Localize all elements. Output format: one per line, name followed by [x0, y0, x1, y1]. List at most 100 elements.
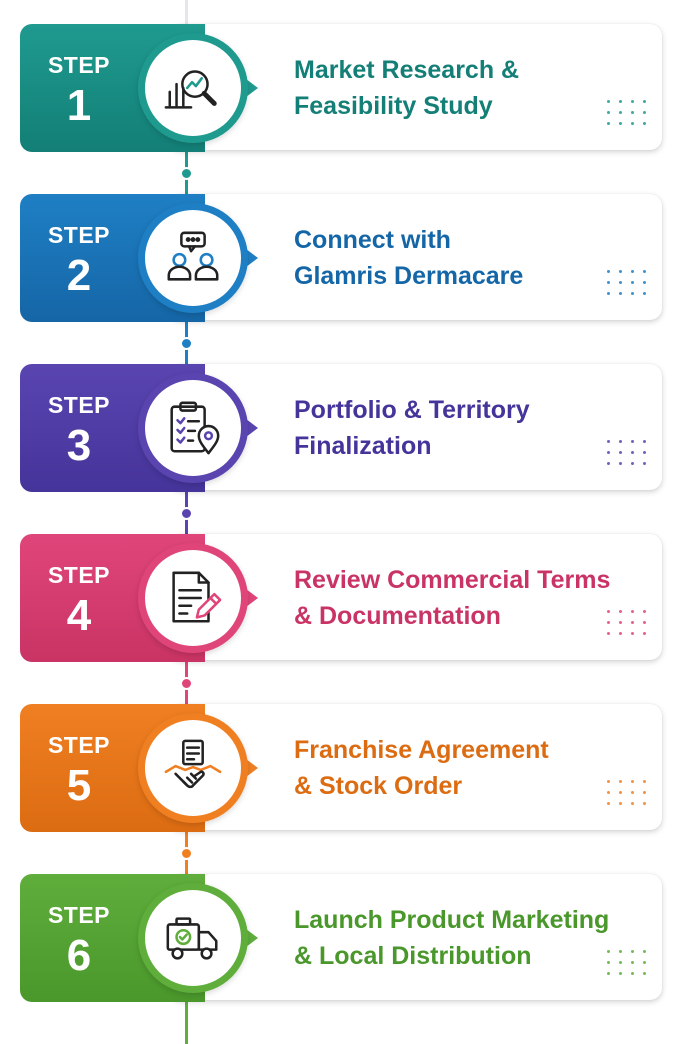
decoration-dot	[607, 802, 610, 805]
step-item-1: STEP 1 Market Research & Feasibility Stu…	[20, 24, 662, 152]
step-item-6: STEP 6 Launch Product Marketing & Local …	[20, 874, 662, 1002]
decoration-dot	[631, 270, 634, 273]
decoration-dot	[643, 961, 646, 964]
icon-circle	[138, 543, 248, 653]
decoration-dot	[607, 632, 610, 635]
decoration-dot	[619, 440, 622, 443]
step-title-line-2: Finalization	[294, 432, 432, 460]
step-word: STEP	[47, 562, 111, 588]
people-chat-icon	[162, 227, 224, 289]
step-title-line-2: & Stock Order	[294, 772, 463, 800]
step-number: 5	[66, 761, 92, 810]
decoration-dot	[619, 802, 622, 805]
decoration-dot	[619, 270, 622, 273]
step-title-line-1: Portfolio & Territory	[294, 396, 530, 424]
decoration-dot	[631, 610, 634, 613]
decoration-dot	[631, 462, 634, 465]
decoration-dot	[643, 791, 646, 794]
step-word: STEP	[47, 902, 111, 928]
decoration-dot	[631, 780, 634, 783]
decoration-dot	[631, 440, 634, 443]
decoration-dot	[619, 780, 622, 783]
step-number: 2	[66, 251, 92, 300]
icon-circle	[138, 203, 248, 313]
step-title-line-2: Feasibility Study	[294, 92, 493, 120]
step-title-line-1: Review Commercial Terms	[294, 566, 611, 594]
step-title: Launch Product Marketing & Local Distrib…	[294, 902, 634, 974]
decoration-dot	[631, 972, 634, 975]
decoration-dot	[607, 451, 610, 454]
icon-circle	[138, 883, 248, 993]
timeline-segment	[185, 1002, 188, 1044]
decoration-dot	[643, 462, 646, 465]
decoration-dot	[619, 621, 622, 624]
step-title-line-2: Glamris Dermacare	[294, 262, 524, 290]
decoration-dot	[607, 950, 610, 953]
decoration-dot	[631, 632, 634, 635]
decoration-dot	[607, 100, 610, 103]
decoration-dot	[643, 950, 646, 953]
decoration-dot	[631, 791, 634, 794]
step-item-4: STEP 4 Review Commercial Terms & Documen…	[20, 534, 662, 662]
decoration-dot	[619, 972, 622, 975]
step-word: STEP	[47, 222, 111, 248]
decoration-dot	[631, 100, 634, 103]
decoration-dot	[607, 972, 610, 975]
decoration-dot	[643, 281, 646, 284]
delivery-truck-icon	[162, 907, 224, 969]
decoration-dot	[607, 791, 610, 794]
step-title-line-1: Market Research &	[294, 56, 520, 84]
step-title-line-1: Launch Product Marketing	[294, 906, 610, 934]
decoration-dot	[619, 791, 622, 794]
step-number: 6	[66, 931, 92, 980]
decoration-dot	[643, 972, 646, 975]
step-title: Market Research & Feasibility Study	[294, 52, 634, 124]
decoration-dot	[643, 292, 646, 295]
dot-grid-decoration	[607, 440, 649, 470]
decoration-dot	[643, 780, 646, 783]
decoration-dot	[631, 621, 634, 624]
decoration-dot	[619, 610, 622, 613]
step-item-3: STEP 3 Portfolio & Territory Finalizatio…	[20, 364, 662, 492]
decoration-dot	[619, 950, 622, 953]
decoration-dot	[619, 632, 622, 635]
decoration-dot	[631, 950, 634, 953]
decoration-dot	[619, 451, 622, 454]
decoration-dot	[631, 802, 634, 805]
decoration-dot	[607, 270, 610, 273]
timeline-dot	[180, 167, 193, 180]
timeline-dot	[180, 677, 193, 690]
decoration-dot	[607, 292, 610, 295]
decoration-dot	[631, 122, 634, 125]
decoration-dot	[643, 632, 646, 635]
decoration-dot	[643, 100, 646, 103]
research-chart-icon	[162, 57, 224, 119]
dot-grid-decoration	[607, 270, 649, 300]
step-number: 1	[66, 81, 92, 130]
step-title: Franchise Agreement & Stock Order	[294, 732, 634, 804]
document-pen-icon	[162, 567, 224, 629]
step-title-line-1: Connect with	[294, 226, 451, 254]
handshake-document-icon	[162, 737, 224, 799]
step-word: STEP	[47, 732, 111, 758]
decoration-dot	[631, 292, 634, 295]
timeline-dot	[180, 337, 193, 350]
dot-grid-decoration	[607, 100, 649, 130]
decoration-dot	[643, 270, 646, 273]
dot-grid-decoration	[607, 610, 649, 640]
step-title-line-1: Franchise Agreement	[294, 736, 549, 764]
decoration-dot	[619, 281, 622, 284]
decoration-dot	[607, 780, 610, 783]
decoration-dot	[607, 961, 610, 964]
decoration-dot	[643, 610, 646, 613]
step-word: STEP	[47, 392, 111, 418]
decoration-dot	[643, 122, 646, 125]
dot-grid-decoration	[607, 780, 649, 810]
decoration-dot	[607, 281, 610, 284]
decoration-dot	[643, 802, 646, 805]
decoration-dot	[607, 621, 610, 624]
decoration-dot	[607, 111, 610, 114]
step-item-2: STEP 2 Connect with Glamris Dermacare	[20, 194, 662, 322]
timeline-dot	[180, 507, 193, 520]
step-title-line-2: & Local Distribution	[294, 942, 532, 970]
